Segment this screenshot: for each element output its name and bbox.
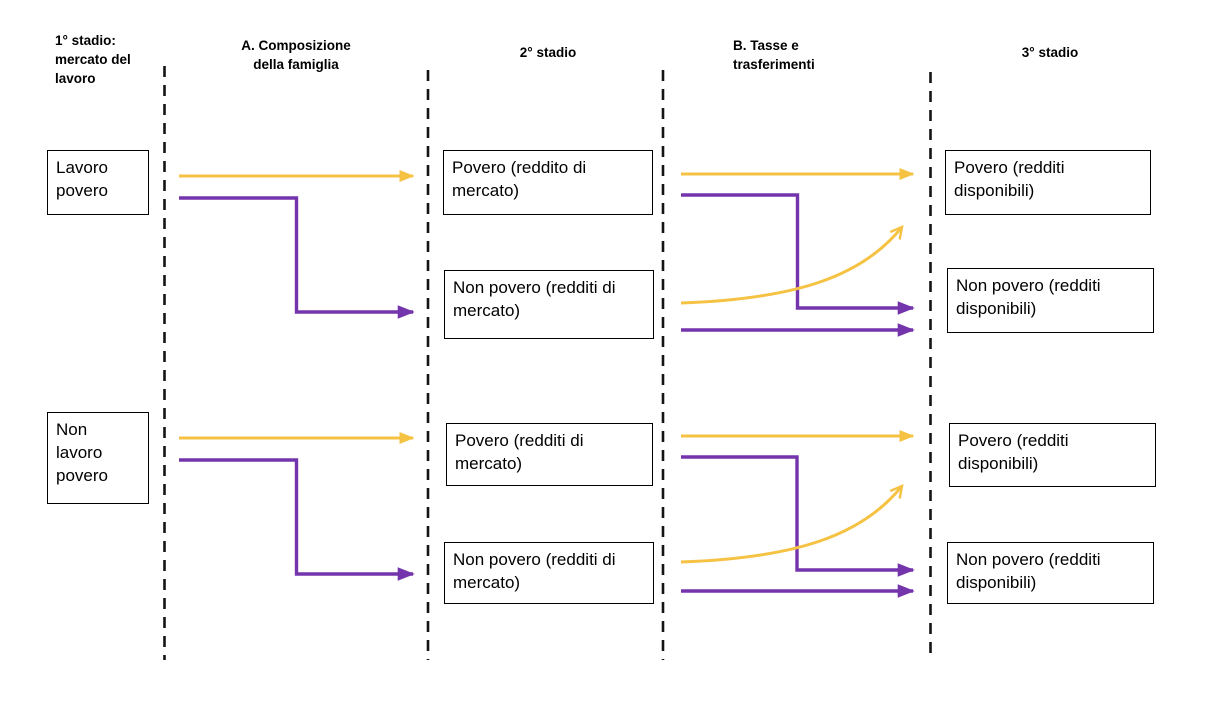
arrow-nonpoor-market-to-poor-disposable-curve <box>680 227 902 305</box>
box-stage3-bottom-povero: Povero (redditi disponibili) <box>949 423 1156 487</box>
column-header-stage1: 1° stadio: mercato del lavoro <box>55 33 131 86</box>
column-header-stage2: 2° stadio <box>519 45 577 60</box>
box-stage3-top-povero: Povero (redditi disponibili) <box>945 150 1151 215</box>
box-stage3-top-non-povero: Non povero (redditi disponibili) <box>947 268 1154 333</box>
arrow-poor-market-to-nonpoor-disposable <box>681 193 915 315</box>
arrow-nonpoor-market2-to-poor-disposable-curve <box>680 486 902 564</box>
arrow-laborpoor-to-nonpoor-market <box>179 196 415 319</box>
box-stage2-top-non-povero: Non povero (redditi di mercato) <box>444 270 654 339</box>
column-header-taxes: B. Tasse e trasferimenti <box>733 38 815 72</box>
box-lavoro-povero: Lavoro povero <box>47 150 149 215</box>
box-stage2-top-povero: Povero (reddito di mercato) <box>443 150 653 215</box>
column-header-composition: A. Composizione della famiglia <box>241 38 351 72</box>
arrow-nonlaborpoor-to-nonpoor-market <box>179 458 415 581</box>
box-stage3-bottom-non-povero: Non povero (redditi disponibili) <box>947 542 1154 604</box>
column-header-stage3: 3° stadio <box>1021 45 1079 60</box>
arrow-poor-market2-to-nonpoor-disposable <box>681 455 915 577</box>
box-stage2-bottom-non-povero: Non povero (redditi di mercato) <box>444 542 654 604</box>
box-non-lavoro-povero: Non lavoro povero <box>47 412 149 504</box>
box-stage2-bottom-povero: Povero (redditi di mercato) <box>446 423 653 486</box>
